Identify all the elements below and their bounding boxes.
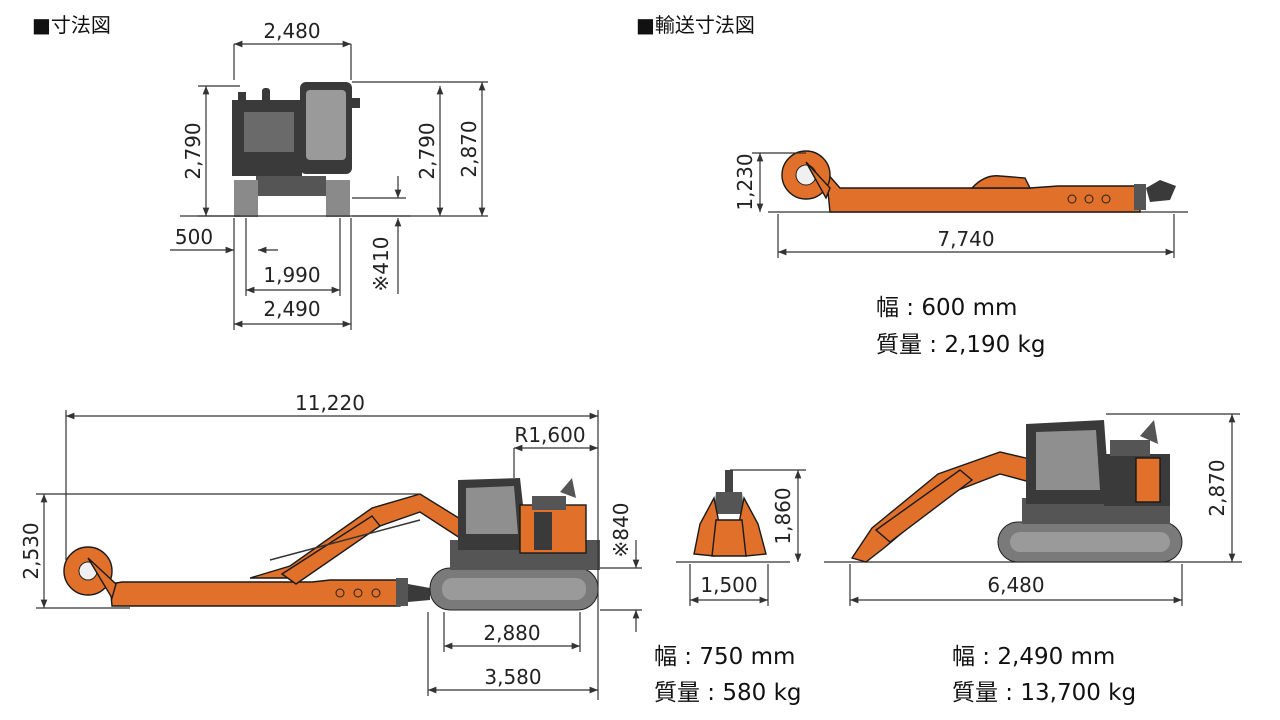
side-view-dimensions: 11,220 R1,600 2,530 ※840 2,880 3,580 [19,391,642,700]
front-track-gauge-label: 1,990 [263,263,320,287]
grapple-width-spec: 幅 : 750 mm [654,644,795,670]
side-tumbler-distance-label: 2,880 [483,621,540,645]
front-right-height-label: 2,790 [415,122,439,179]
transport-machine-drawing [824,420,1242,563]
side-overall-length-label: 11,220 [295,391,365,415]
grapple-width-label: 1,500 [700,573,757,597]
machine-width-spec: 幅 : 2,490 mm [952,644,1115,670]
transport-grapple-dimensions: 1,860 1,500 [689,469,806,606]
transport-boom-dimensions: 1,230 7,740 [733,152,1175,258]
side-view-machine [63,478,600,611]
side-height-label: 2,530 [19,522,43,579]
transport-machine-dimensions: 2,870 6,480 [849,413,1240,606]
transport-boom-drawing [768,150,1188,213]
side-clearance-label: ※840 [609,503,633,558]
heading-dimensions: ■寸法図 [32,13,111,37]
front-top-width-label: 2,480 [263,19,320,43]
boom-length-label: 7,740 [937,227,994,251]
front-shoe-width-label: 500 [175,225,213,249]
grapple-height-label: 1,860 [771,487,795,544]
side-crawler-length-label: 3,580 [484,665,541,689]
front-overall-height-label: 2,870 [457,120,481,177]
grapple-mass-spec: 質量 : 580 kg [654,680,802,706]
machine-mass-spec: 質量 : 13,700 kg [952,680,1136,706]
side-tail-radius-label: R1,600 [514,423,585,447]
heading-transport: ■輸送寸法図 [636,13,755,37]
front-crawler-width-label: 2,490 [263,297,320,321]
front-left-height-label: 2,790 [181,122,205,179]
boom-height-label: 1,230 [733,153,757,210]
boom-width-spec: 幅 : 600 mm [876,295,1017,321]
machine-length-label: 6,480 [987,573,1044,597]
front-view-machine [232,82,360,217]
transport-grapple-drawing [676,470,790,563]
machine-height-label: 2,870 [1205,459,1229,516]
front-ground-clearance-label: ※410 [369,237,393,292]
boom-mass-spec: 質量 : 2,190 kg [876,332,1045,358]
front-view-dimensions: 2,480 2,790 2,790 2,870 500 1,990 2,490 [170,19,488,330]
